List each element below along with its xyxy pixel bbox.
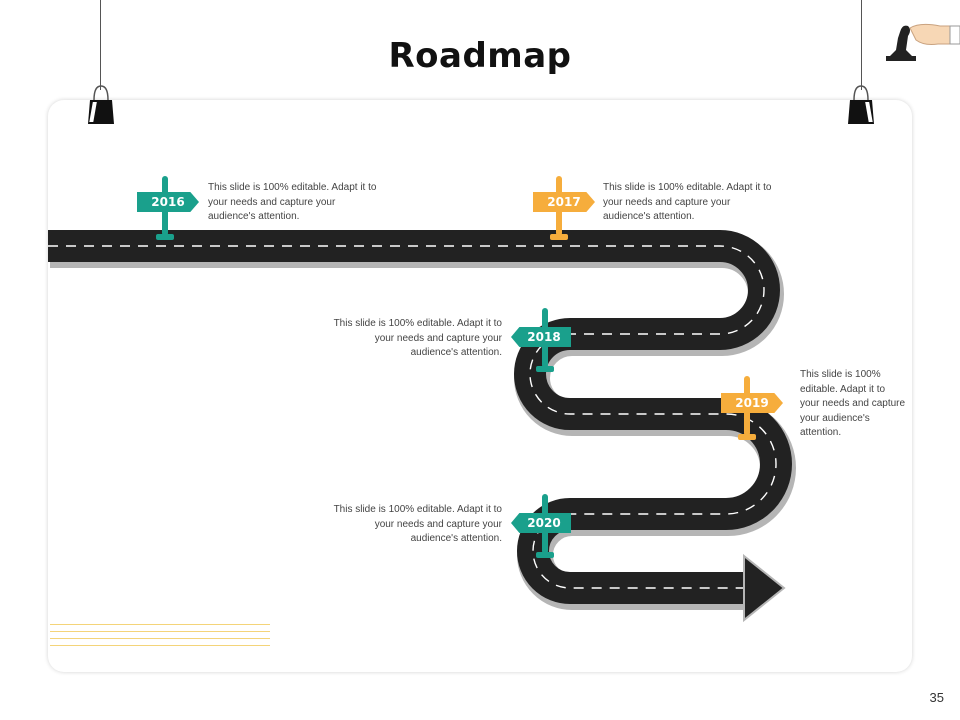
milestone-description-2019: This slide is 100% editable. Adapt it to…	[800, 369, 906, 438]
hanging-wire-left	[100, 0, 101, 90]
hanging-wire-right	[861, 0, 862, 90]
binder-clip-icon	[848, 85, 874, 124]
milestone-description-2018: This slide is 100% editable. Adapt it to…	[333, 318, 502, 358]
milestone-year-2016: 2016	[137, 192, 199, 212]
milestone-description-2017: This slide is 100% editable. Adapt it to…	[603, 182, 772, 222]
milestone-description-2016: This slide is 100% editable. Adapt it to…	[208, 182, 377, 222]
decorative-lines	[50, 624, 270, 654]
milestone-year-2017: 2017	[533, 192, 595, 212]
milestone-year-2019: 2019	[721, 393, 783, 413]
hand-holding-chess-piece-icon	[886, 23, 960, 61]
milestone-year-2018: 2018	[511, 327, 571, 347]
milestone-description-2020: This slide is 100% editable. Adapt it to…	[333, 504, 502, 544]
binder-clip-icon	[88, 85, 114, 124]
milestone-year-2020: 2020	[511, 513, 571, 533]
slide-title: Roadmap	[388, 36, 572, 76]
page-number: 35	[929, 690, 944, 705]
